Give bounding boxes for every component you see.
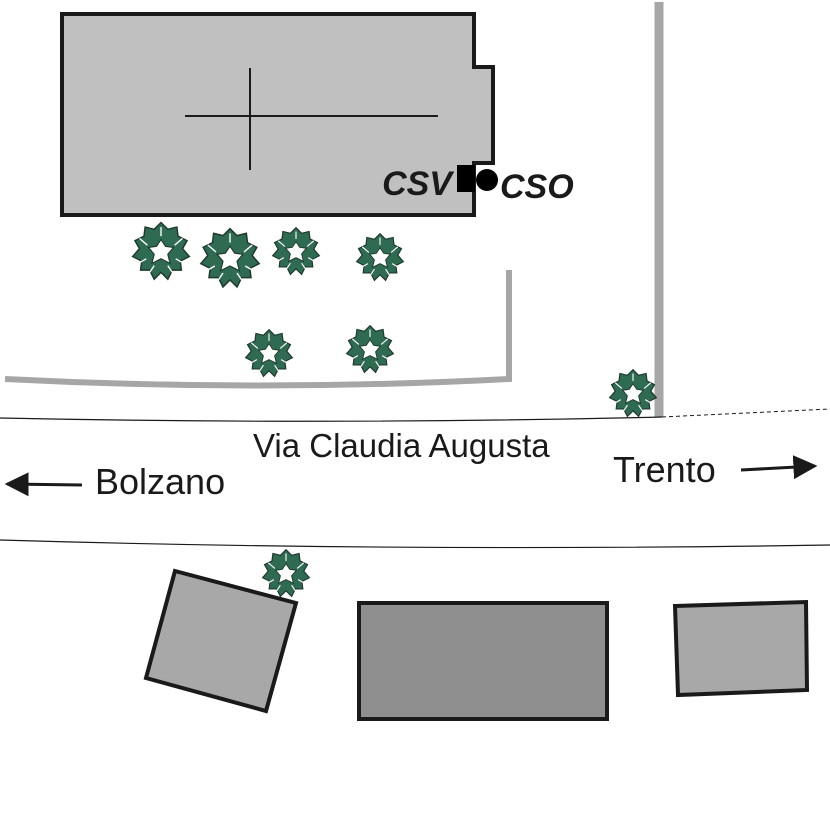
main-building: [60, 12, 495, 217]
square-marker-icon: [457, 165, 475, 192]
station-label-csv: CSV: [382, 165, 455, 203]
street-name: Via Claudia Augusta: [253, 427, 550, 464]
shrub-icon: [356, 233, 404, 282]
arrow-left-icon: [4, 472, 83, 497]
road-edge-south: [0, 539, 830, 549]
station-label-cso: CSO: [500, 168, 574, 206]
shrub-icon: [262, 549, 310, 598]
circle-marker-icon: [476, 169, 498, 191]
shrub-icon: [245, 329, 293, 378]
road-edge-north: [0, 416, 663, 422]
shrub-icon: [609, 369, 657, 418]
arrow-right-icon: [740, 455, 818, 480]
building-south-center: [357, 601, 609, 721]
building-south-east: [672, 599, 810, 698]
shrub-icon: [346, 325, 394, 374]
shrub-icon: [131, 221, 191, 280]
garden-wall: [4, 270, 512, 389]
road-edge-north-dashed: [661, 408, 830, 418]
shrub-icon: [200, 227, 260, 288]
building-south-rotated: [143, 568, 299, 714]
destination-trento: Trento: [613, 449, 716, 490]
shrub-icon: [272, 227, 320, 276]
destination-bolzano: Bolzano: [95, 461, 225, 502]
